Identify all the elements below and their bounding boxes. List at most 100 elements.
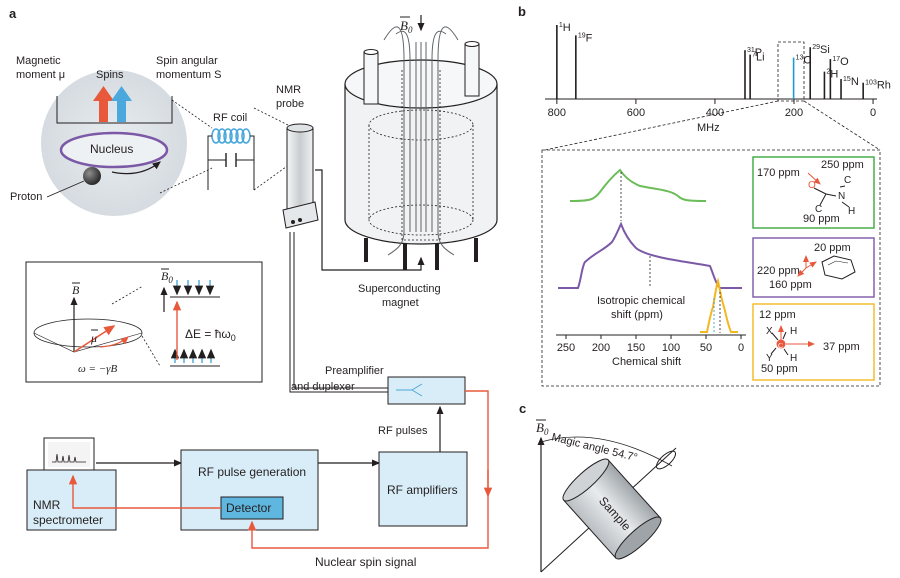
amide-170-label: 170 ppm: [757, 167, 800, 179]
omega-label: ω = −γB: [78, 363, 117, 375]
nmr-probe: NMR probe: [276, 84, 319, 229]
rf-coil: RF coil: [207, 107, 291, 191]
magic-angle-arc: [540, 436, 673, 467]
amide-250-label: 250 ppm: [821, 159, 864, 171]
magnetic-moment-label-2: moment μ: [16, 69, 65, 81]
chem-shift-tick-label: 100: [662, 342, 680, 354]
magnet-port-right: [464, 43, 480, 97]
nucleus-orbit: [59, 131, 169, 169]
chem-shift-tick-label: 0: [738, 342, 744, 354]
magic-angle-label: Magic angle 54.7°: [550, 431, 638, 464]
spin-momentum-label-2: momentum S: [156, 69, 221, 81]
preamplifier-duplexer: Preamplifier and duplexer: [289, 232, 466, 405]
yellow-spectrum: [700, 277, 738, 333]
freq-tick-label: 800: [548, 107, 566, 119]
nucleus-label-31p: 31P: [747, 47, 762, 59]
nucleus-label: Nucleus: [90, 142, 133, 156]
probe-cable-inner: [293, 232, 388, 389]
monitor-spectrum: [52, 453, 86, 463]
rf-pulses-label: RF pulses: [378, 425, 428, 437]
inset-mu-label: μ: [90, 331, 97, 345]
spin-up-arrow-red: [93, 86, 114, 122]
nucleus-label-7li: 7Li: [752, 52, 764, 64]
methyl-box: 12 ppm 37 ppm 50 ppm X H C H Y: [752, 303, 875, 381]
green-spectrum: [569, 168, 707, 202]
nmr-spectrometer-label-1: NMR: [33, 498, 61, 512]
up-spin-arrows: [170, 348, 216, 363]
nmr-spectrometer: NMR spectrometer: [26, 437, 117, 531]
spin-direction-ring: [655, 450, 677, 470]
coil-connector-bottom: [159, 167, 213, 194]
methyl-50-label: 50 ppm: [761, 363, 798, 375]
inset-b-label: B: [72, 283, 80, 297]
methyl-12-label: 12 ppm: [759, 309, 796, 321]
magnet-bore: [401, 70, 441, 241]
probe-connector-bottom: [253, 163, 291, 191]
amide-n-atom: N: [838, 191, 845, 202]
benzene-160-label: 160 ppm: [769, 279, 812, 291]
nucleus-label-1h: 1H: [559, 22, 571, 34]
mu-vector: [73, 325, 116, 353]
methyl-y-atom: Y: [766, 353, 773, 364]
freq-tick-label: 600: [627, 107, 645, 119]
preamplifier-label-1: Preamplifier: [325, 365, 384, 377]
inset-frame: [25, 261, 263, 383]
spins-label: Spins: [96, 69, 124, 81]
probe-port-1: [291, 220, 295, 224]
zoom-panel-frame: [541, 149, 881, 387]
coil-circuit: [207, 135, 255, 190]
superconducting-label-2: magnet: [382, 297, 419, 309]
probe-port-2: [298, 218, 302, 222]
detector-to-spectrometer-arrow: [68, 474, 221, 509]
zoom-line-right: [803, 100, 881, 151]
purple-spectrum: [558, 221, 742, 289]
magnet-legs: [364, 238, 478, 270]
proton-leader: [46, 180, 85, 198]
benzene-220-label: 220 ppm: [757, 265, 800, 277]
methyl-x-atom: X: [766, 326, 773, 337]
amide-90-label: 90 ppm: [803, 213, 840, 225]
chem-shift-tick-label: 200: [592, 342, 610, 354]
freq-tick-label: 0: [870, 107, 876, 119]
probe-connector-top: [253, 107, 291, 127]
moment-bracket: [56, 96, 173, 124]
methyl-h2-atom: H: [790, 353, 797, 364]
chem-shift-tick-label: 50: [700, 342, 712, 354]
methyl-h1-atom: H: [790, 326, 797, 337]
nmr-spectrometer-label-2: spectrometer: [33, 513, 103, 527]
spin-momentum-label-1: Spin angular: [156, 55, 218, 67]
superconducting-magnet: B0 Supercon: [315, 15, 498, 309]
coil-loops: [211, 128, 251, 144]
orbit-direction-arrow: [111, 161, 161, 175]
spin-up-arrow-blue: [111, 86, 132, 122]
magnet-port-left: [363, 51, 379, 105]
panel-b-letter: b: [518, 4, 526, 19]
chem-shift-label: Chemical shift: [612, 356, 681, 368]
zoom-line-left: [544, 100, 779, 151]
isotropic-label-2: shift (ppm): [611, 309, 663, 321]
rf-amplifiers-label: RF amplifiers: [387, 483, 458, 497]
amide-frame: [752, 156, 875, 229]
nucleus-diagram: Magnetic moment μ Spins Spin angular mom…: [10, 55, 221, 216]
nucleus-label-17o: 17O: [832, 56, 849, 68]
nucleus-label-15n: 15N: [843, 76, 859, 88]
field-lines: [383, 26, 459, 256]
proton-label: Proton: [10, 191, 42, 203]
rf-amplifiers-box: [378, 451, 468, 527]
methyl-37-label: 37 ppm: [823, 341, 860, 353]
magnet-b0-label: B0: [400, 18, 413, 35]
amide-c-atom: C: [844, 175, 851, 186]
nucleus-label-19f: 19F: [578, 32, 593, 44]
freq-tick-label: 200: [785, 107, 803, 119]
nuclear-spin-signal-label: Nuclear spin signal: [315, 555, 416, 569]
nucleus-label-13c: 13C: [796, 55, 812, 67]
nuclear-signal-path: [247, 390, 489, 549]
probe-top: [286, 123, 314, 133]
chem-shift-tick-label: 150: [627, 342, 645, 354]
carbon-highlight-box: [777, 41, 805, 102]
